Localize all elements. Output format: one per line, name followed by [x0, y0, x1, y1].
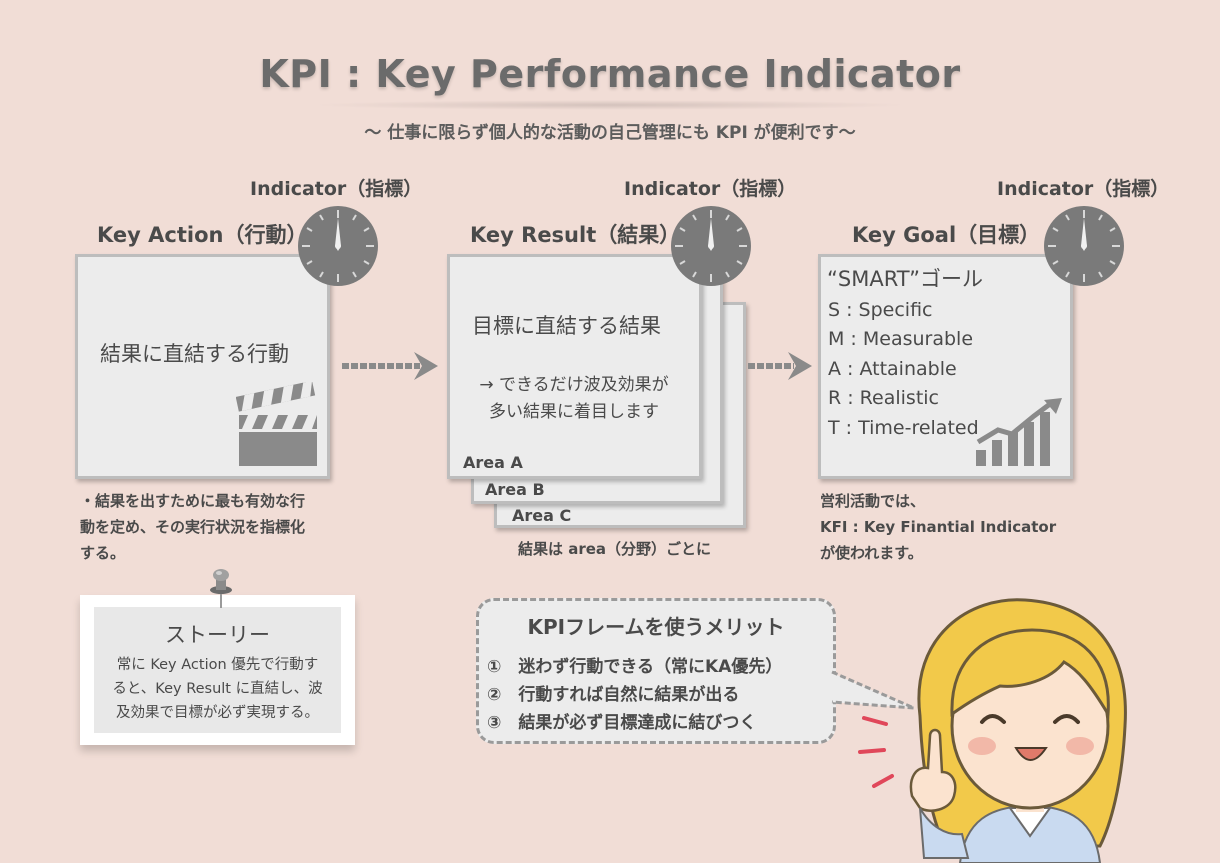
indicator-label-result: Indicator（指標） — [624, 178, 797, 200]
key-action-title: Key Action（行動） — [97, 223, 308, 247]
smart-title: “SMART”ゴール — [827, 267, 984, 291]
woman-character-illustration — [858, 598, 1127, 863]
note-line: 営利活動では、 — [820, 492, 926, 510]
indicator-label-goal: Indicator（指標） — [997, 178, 1170, 200]
indicator-label-action: Indicator（指標） — [250, 178, 423, 200]
story-note-inner: ストーリー 常に Key Action 優先で行動す ると、Key Result… — [94, 607, 341, 733]
key-result-card — [447, 254, 702, 479]
note-line: する。 — [80, 544, 126, 562]
note-line: が使われます。 — [820, 544, 923, 562]
note-line: 動を定め、その実行状況を指標化 — [80, 518, 306, 536]
key-action-note: ・結果を出すために最も有効な行 動を定め、その実行状況を指標化 する。 — [80, 488, 305, 566]
clapperboard-icon — [236, 382, 317, 466]
story-line: 常に Key Action 優先で行動す — [116, 657, 319, 673]
merit-item: ③ 結果が必ず目標達成に結びつく — [487, 713, 757, 733]
key-result-card-text: 目標に直結する結果 — [472, 314, 661, 338]
smart-item: M : Measurable — [828, 328, 974, 350]
page-title: KPI : Key Performance Indicator — [259, 52, 961, 96]
arrow-action-to-result — [342, 352, 438, 380]
smart-item: S : Specific — [828, 299, 933, 321]
story-note: ストーリー 常に Key Action 優先で行動す ると、Key Result… — [80, 595, 355, 745]
arrow-result-to-goal — [748, 352, 812, 380]
key-goal-note: 営利活動では、 KFI : Key Finantial Indicator が使… — [820, 488, 1056, 566]
merit-item: ① 迷わず行動できる（常にKA優先） — [487, 657, 783, 677]
merits-bubble: KPIフレームを使うメリット ① 迷わず行動できる（常にKA優先） ② 行動すれ… — [476, 598, 836, 744]
area-c-label: Area C — [512, 506, 572, 525]
key-result-subtext: → できるだけ波及効果が 多い結果に着目します — [449, 372, 699, 426]
smart-item: R : Realistic — [828, 387, 939, 409]
subtext-line: 多い結果に着目します — [489, 402, 659, 422]
key-result-title: Key Result（結果） — [470, 223, 681, 247]
key-result-note: 結果は area（分野）ごとに — [518, 540, 712, 558]
subtext-line: → できるだけ波及効果が — [479, 375, 669, 395]
bubble-tail — [830, 670, 915, 710]
story-text: 常に Key Action 優先で行動す ると、Key Result に直結し、… — [94, 653, 341, 725]
clock-icon — [671, 206, 751, 286]
story-title: ストーリー — [165, 623, 270, 647]
key-action-card-text: 結果に直結する行動 — [100, 342, 289, 366]
story-line: 及効果で目標が必ず実現する。 — [116, 705, 319, 721]
key-action-card — [75, 254, 330, 479]
area-a-label: Area A — [463, 453, 523, 472]
clock-icon — [1044, 206, 1124, 286]
growth-chart-icon — [976, 398, 1062, 466]
page-subtitle: 〜 仕事に限らず個人的な活動の自己管理にも KPI が便利です〜 — [364, 123, 856, 143]
note-line: KFI : Key Finantial Indicator — [820, 518, 1057, 536]
smart-item: T : Time-related — [828, 417, 979, 439]
story-line: ると、Key Result に直結し、波 — [112, 681, 323, 697]
title-shadow — [310, 100, 910, 110]
note-line: ・結果を出すために最も有効な行 — [80, 492, 306, 510]
merits-title: KPIフレームを使うメリット — [527, 615, 785, 639]
key-goal-title: Key Goal（目標） — [852, 223, 1041, 247]
smart-item: A : Attainable — [828, 358, 957, 380]
area-b-label: Area B — [485, 480, 545, 499]
merits-list: ① 迷わず行動できる（常にKA優先） ② 行動すれば自然に結果が出る ③ 結果が… — [487, 653, 782, 737]
pushpin-icon — [210, 569, 232, 608]
clock-icon — [298, 206, 378, 286]
merit-item: ② 行動すれば自然に結果が出る — [487, 685, 740, 705]
